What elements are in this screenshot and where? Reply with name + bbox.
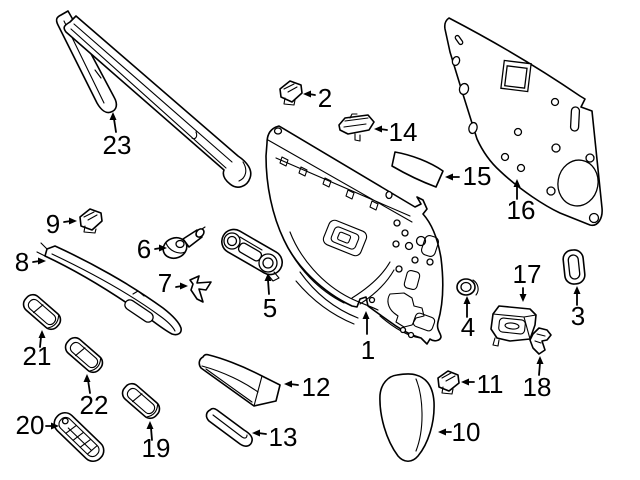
callout-20-label: 20 [16, 410, 45, 440]
callout-10-label: 10 [452, 417, 481, 447]
part-15-trim-strip [391, 151, 444, 188]
part-2-clip [279, 80, 303, 106]
callout-6-label: 6 [137, 234, 151, 264]
callout-16: 16 [507, 179, 536, 225]
callout-10: 10 [438, 417, 480, 447]
callout-18: 18 [523, 356, 552, 402]
callout-7-label: 7 [158, 268, 172, 298]
callout-12-label: 12 [302, 372, 331, 402]
callout-18-label: 18 [523, 372, 552, 402]
callout-8-label: 8 [15, 247, 29, 277]
part-21-switch [22, 293, 62, 331]
part-11-clip [437, 370, 460, 395]
speaker-hole [557, 159, 599, 207]
part-18-bracket [529, 327, 552, 355]
part-20-master-window-switch [53, 411, 105, 463]
callout-9-label: 9 [46, 209, 60, 239]
callout-19: 19 [142, 421, 171, 463]
callout-6: 6 [137, 234, 167, 264]
callout-7: 7 [158, 268, 188, 298]
callout-1: 1 [361, 311, 375, 365]
callout-19-label: 19 [142, 433, 171, 463]
callout-17: 17 [513, 259, 542, 302]
callout-3-label: 3 [571, 301, 585, 331]
callout-22: 22 [80, 374, 109, 420]
part-14-bracket-clip [338, 113, 375, 142]
part-17-switch-bezel [490, 305, 537, 347]
callout-14: 14 [374, 117, 417, 147]
callout-14-label: 14 [389, 117, 418, 147]
pull-handle-recess [322, 219, 368, 257]
callout-22-label: 22 [80, 390, 109, 420]
callout-2: 2 [303, 83, 332, 113]
callout-23: 23 [103, 112, 132, 160]
callout-17-label: 17 [513, 259, 542, 289]
callout-13: 13 [252, 422, 297, 452]
callout-21-label: 21 [23, 341, 52, 371]
part-9-clip [79, 208, 103, 234]
callout-5-label: 5 [263, 293, 277, 323]
callout-1-label: 1 [361, 335, 375, 365]
callouts: 1 2 3 4 5 6 7 8 9 10 11 12 13 14 15 16 1… [15, 83, 585, 463]
callout-5: 5 [263, 273, 277, 323]
callout-15-label: 15 [463, 161, 492, 191]
part-13-trim-strip [205, 407, 253, 447]
callout-11: 11 [461, 369, 504, 399]
callout-16-label: 16 [507, 195, 536, 225]
part-12-armrest-pad [198, 353, 281, 407]
callout-15: 15 [445, 161, 491, 191]
part-19-switch [121, 382, 161, 420]
part-4-grommet [456, 278, 479, 296]
part-1-door-trim-panel [265, 125, 444, 345]
callout-11-label: 11 [477, 369, 504, 399]
part-3-bezel [562, 249, 586, 285]
callout-12: 12 [284, 372, 330, 402]
part-5-pull-handle-bracket [221, 228, 283, 282]
part-22-switch [64, 336, 104, 374]
part-7-clip [189, 275, 212, 303]
callout-8: 8 [15, 247, 46, 277]
callout-13-label: 13 [269, 422, 298, 452]
part-23-window-frame-molding [55, 10, 252, 188]
callout-20: 20 [16, 410, 59, 440]
callout-21: 21 [23, 330, 52, 371]
part-16-water-shield [443, 17, 603, 227]
callout-9: 9 [46, 209, 77, 239]
callout-3: 3 [571, 286, 585, 331]
part-6-screw [162, 226, 206, 260]
callout-4: 4 [461, 296, 475, 342]
callout-2-label: 2 [318, 83, 332, 113]
callout-23-label: 23 [103, 130, 132, 160]
part-10-pocket-trim [379, 373, 435, 463]
part-8-trim-strip [36, 242, 182, 336]
callout-4-label: 4 [461, 312, 475, 342]
